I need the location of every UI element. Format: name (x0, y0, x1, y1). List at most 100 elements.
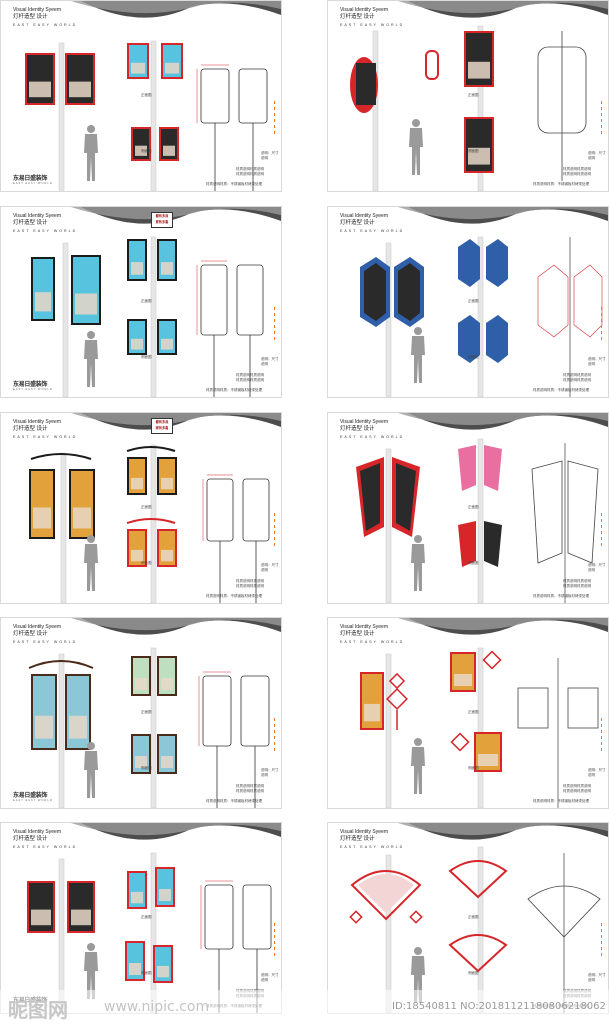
side-view-label: 侧面图 (468, 355, 479, 359)
sheet-header: Visual Identity Syeem 灯杆造型 设计 EAST EASY … (13, 7, 77, 27)
header-en: Visual Identity Syeem (13, 624, 61, 630)
sheet-header: Visual Identity Syeem 灯杆造型 设计 EAST EASY … (13, 829, 78, 850)
design-sheet: Visual Identity Syeem 灯杆造型 设计 EAST EASY … (0, 412, 282, 604)
material-note: 材质说明材质说明 (236, 584, 264, 588)
dimension-note: 说明：尺寸说明 (261, 973, 279, 982)
material-note: 材质说明材质说明 (563, 373, 591, 377)
side-view-label: 侧面图 (141, 971, 152, 975)
dimension-note: 说明：尺寸说明 (588, 357, 606, 366)
lamp-pole-illustration (29, 444, 270, 603)
front-view-label: 正面图 (141, 915, 152, 919)
dimension-note: 说明：尺寸说明 (588, 151, 606, 160)
side-view-label: 侧面图 (141, 561, 152, 565)
header-en: Visual Identity Syeem (340, 829, 388, 835)
material-note: 材质说明材质说明 (563, 584, 591, 588)
material-spec: 材质说明材质：不锈钢板材烤漆处理 (533, 388, 589, 392)
lamp-pole-illustration (349, 846, 601, 1013)
design-sheet: Visual Identity Syeem 灯杆造型 设计 EAST EASY … (0, 822, 282, 1014)
wave-banner (398, 618, 608, 635)
header-cn: 灯杆造型 设计 (13, 219, 48, 226)
header-cn: 灯杆造型 设计 (13, 13, 48, 20)
header-en: Visual Identity Syeem (13, 7, 61, 13)
header-tagline: EAST EASY WORLD (340, 845, 405, 850)
sheet-header: Visual Identity Syeem 灯杆造型 设计 EAST EASY … (13, 624, 78, 645)
badge-line: 家有多高 (155, 426, 169, 430)
scale-bar (274, 101, 276, 137)
brand-logo: 东易日盛装饰 (13, 382, 48, 388)
header-cn: 灯杆造型 设计 (340, 630, 375, 637)
front-view-label: 正面图 (468, 915, 479, 919)
material-spec: 材质说明材质：不锈钢板材烤漆处理 (206, 388, 262, 392)
material-spec: 材质说明材质：不锈钢板材烤漆处理 (533, 182, 589, 186)
material-note: 材质说明材质说明 (236, 172, 264, 176)
wave-banner (71, 413, 281, 430)
lamp-pole-illustration (31, 236, 264, 397)
wave-banner (71, 1, 281, 18)
front-view-label: 正面图 (468, 710, 479, 714)
material-note: 材质说明材质说明 (563, 167, 591, 171)
material-note: 材质说明材质说明 (236, 373, 264, 377)
front-view-label: 正面图 (141, 505, 152, 509)
scale-bar (274, 307, 276, 343)
header-cn: 灯杆造型 设计 (340, 425, 375, 432)
material-note: 材质说明材质说明 (563, 579, 591, 583)
scale-bar (601, 307, 603, 343)
front-view-label: 正面图 (141, 93, 152, 97)
header-en: Visual Identity Syeem (13, 419, 61, 425)
scale-bar (601, 101, 603, 137)
design-sheet: Visual Identity Syeem 灯杆造型 设计 EAST EASY … (0, 0, 282, 192)
header-tagline: EAST EASY WORLD (13, 845, 78, 850)
material-note: 材质说明材质说明 (236, 579, 264, 583)
dimension-note: 说明：尺寸说明 (588, 768, 606, 777)
scale-bar (274, 513, 276, 549)
header-cn: 灯杆造型 设计 (13, 835, 48, 842)
material-spec: 材质说明材质：不锈钢板材烤漆处理 (206, 799, 262, 803)
watermark-url: www.nipic.com (104, 999, 210, 1015)
front-view-label: 正面图 (141, 710, 152, 714)
header-cn: 灯杆造型 设计 (13, 630, 48, 637)
header-cn: 灯杆造型 设计 (340, 219, 375, 226)
material-spec: 材质说明材质：不锈钢板材烤漆处理 (533, 799, 589, 803)
watermark-id: ID:18540811 NO:20181121180806218062 (392, 1001, 606, 1012)
dimension-note: 说明：尺寸说明 (261, 563, 279, 572)
sheet-header: Visual Identity Syeem 灯杆造型 设计 EAST EASY … (13, 213, 78, 234)
header-en: Visual Identity Syeem (340, 419, 388, 425)
side-view-label: 侧面图 (468, 149, 479, 153)
lamp-pole-illustration (360, 236, 603, 397)
material-note: 材质说明材质说明 (236, 378, 264, 382)
front-view-label: 正面图 (468, 299, 479, 303)
dimension-note: 说明：尺寸说明 (261, 768, 279, 777)
header-en: Visual Identity Syeem (13, 829, 61, 835)
header-tagline: EAST EASY WORLD (340, 435, 405, 440)
material-note: 材质说明材质说明 (236, 784, 264, 788)
side-view-label: 侧面图 (468, 766, 479, 770)
front-view-label: 正面图 (468, 505, 479, 509)
sheet-header: Visual Identity Syeem 灯杆造型 设计 EAST EASY … (340, 213, 405, 234)
material-note: 材质说明材质说明 (563, 784, 591, 788)
sheet-header: Visual Identity Syeem 灯杆造型 设计 EAST EASY … (13, 419, 78, 440)
dimension-note: 说明：尺寸说明 (261, 357, 279, 366)
design-sheet: Visual Identity Syeem 灯杆造型 设计 EAST EASY … (327, 617, 609, 809)
front-view-label: 正面图 (141, 299, 152, 303)
slogan-badge: 都有多深 家有多高 (151, 418, 173, 434)
header-tagline: EAST EASY WORLD (13, 640, 78, 645)
wave-banner (398, 1, 608, 18)
lamp-pole-illustration (350, 25, 587, 191)
header-tagline: EAST EASY WORLD (13, 435, 78, 440)
material-note: 材质说明材质说明 (236, 789, 264, 793)
header-tagline: EAST EASY WORLD (13, 229, 78, 234)
header-en: Visual Identity Syeem (340, 213, 388, 219)
header-tagline: EAST EASY WORLD (340, 229, 405, 234)
watermark-logo: 昵图网 (8, 998, 68, 1022)
slogan-badge: 都有多深 家有多高 (151, 212, 173, 228)
badge-line: 都有多深 (155, 420, 169, 424)
lamp-pole-illustration (356, 438, 599, 603)
front-view-label: 正面图 (468, 93, 479, 97)
design-sheet: Visual Identity Syeem 灯杆造型 设计 EAST EASY … (327, 0, 609, 192)
sheet-header: Visual Identity Syeem 灯杆造型 设计 EAST EASY … (340, 624, 404, 644)
wave-banner (71, 618, 281, 635)
wave-banner (398, 207, 608, 224)
material-spec: 材质说明材质：不锈钢板材烤漆处理 (206, 594, 262, 598)
design-sheet: Visual Identity Syeem 灯杆造型 设计 EAST EASY … (327, 412, 609, 604)
scale-bar (601, 513, 603, 549)
